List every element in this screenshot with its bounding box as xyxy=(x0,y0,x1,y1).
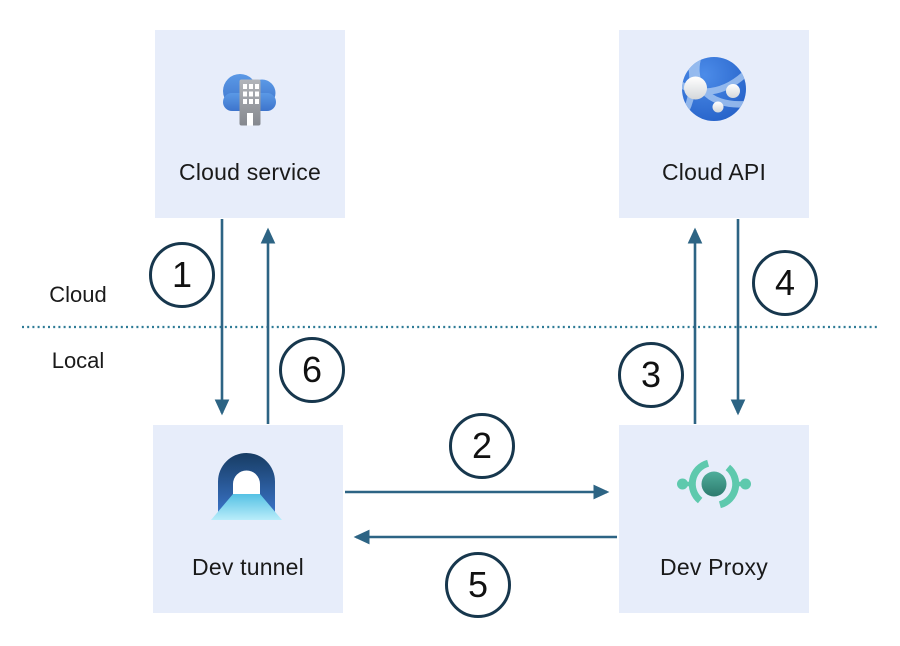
step-badge-3: 3 xyxy=(618,342,684,408)
dev-proxy-icon xyxy=(676,458,752,515)
node-dev-tunnel: Dev tunnel xyxy=(153,425,343,613)
node-label: Cloud API xyxy=(661,159,767,185)
step-badge-1: 1 xyxy=(149,242,215,308)
node-cloud-service: Cloud service xyxy=(155,30,345,218)
cloud-api-icon xyxy=(681,56,747,127)
step-badge-6: 6 xyxy=(279,337,345,403)
cloud-service-icon xyxy=(216,60,284,131)
node-label: Dev tunnel xyxy=(192,554,304,580)
step-badge-5: 5 xyxy=(445,552,511,618)
dev-tunnel-icon xyxy=(210,450,286,527)
node-label: Cloud service xyxy=(179,159,321,185)
zone-label-local: Local xyxy=(51,348,105,373)
zone-label-cloud: Cloud xyxy=(49,282,107,307)
node-cloud-api: Cloud API xyxy=(619,30,809,218)
node-dev-proxy: Dev Proxy xyxy=(619,425,809,613)
step-badge-2: 2 xyxy=(449,413,515,479)
node-label: Dev Proxy xyxy=(660,554,768,580)
step-badge-4: 4 xyxy=(752,250,818,316)
